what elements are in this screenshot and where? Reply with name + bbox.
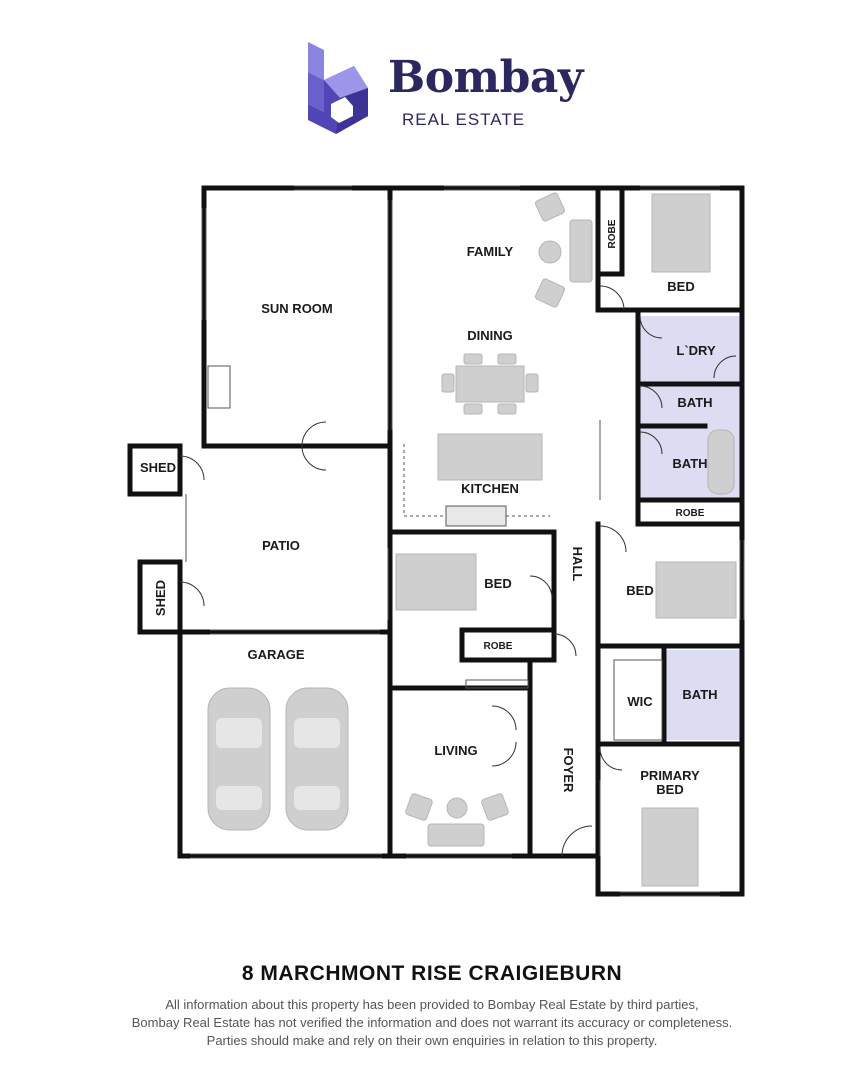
brand-name: Bombay: [388, 52, 583, 103]
label-wic: WIC: [627, 694, 653, 709]
label-robe-mid-right: ROBE: [676, 508, 705, 519]
label-robe-center: ROBE: [484, 641, 513, 652]
label-bed-top-right: BED: [667, 279, 694, 294]
label-bath-upper: BATH: [677, 395, 712, 410]
label-patio: PATIO: [262, 538, 300, 553]
car-details: [216, 718, 340, 810]
label-primary-bed-line1: PRIMARY: [640, 768, 700, 783]
disclaimer-line: Parties should make and rely on their ow…: [206, 1033, 658, 1048]
floor-plan: SUN ROOM FAMILY DINING KITCHEN BED ROBE …: [127, 185, 745, 897]
label-robe-top-right: ROBE: [607, 219, 618, 248]
label-living: LIVING: [434, 743, 477, 758]
label-shed-top: SHED: [140, 460, 176, 475]
label-kitchen: KITCHEN: [461, 481, 519, 496]
disclaimer: All information about this property has …: [0, 996, 864, 1050]
label-bath-middle: BATH: [672, 456, 707, 471]
laundry-floor: [640, 316, 740, 384]
disclaimer-line: All information about this property has …: [165, 997, 699, 1012]
label-garage: GARAGE: [247, 647, 304, 662]
ensuite-floor: [666, 650, 740, 740]
doors: [179, 285, 737, 857]
fixtures: [185, 185, 745, 897]
label-primary-bed-line2: BED: [656, 782, 683, 797]
brand-subtitle: REAL ESTATE: [402, 110, 526, 129]
label-shed-bottom: SHED: [153, 580, 168, 616]
label-hall: HALL: [570, 547, 585, 582]
label-bath-ensuite: BATH: [682, 687, 717, 702]
bath-upper-floor: [640, 386, 740, 426]
label-sun-room: SUN ROOM: [261, 301, 333, 316]
label-laundry: L`DRY: [676, 343, 716, 358]
label-bed-right: BED: [626, 583, 653, 598]
label-family: FAMILY: [467, 244, 514, 259]
label-bed-center: BED: [484, 576, 511, 591]
property-address: 8 MARCHMONT RISE CRAIGIEBURN: [241, 962, 623, 985]
label-foyer: FOYER: [561, 748, 576, 793]
logo-mark-icon: [308, 42, 368, 134]
disclaimer-line: Bombay Real Estate has not verified the …: [131, 1015, 733, 1030]
label-dining: DINING: [467, 328, 513, 343]
brand-logo: Bombay REAL ESTATE: [0, 0, 864, 160]
